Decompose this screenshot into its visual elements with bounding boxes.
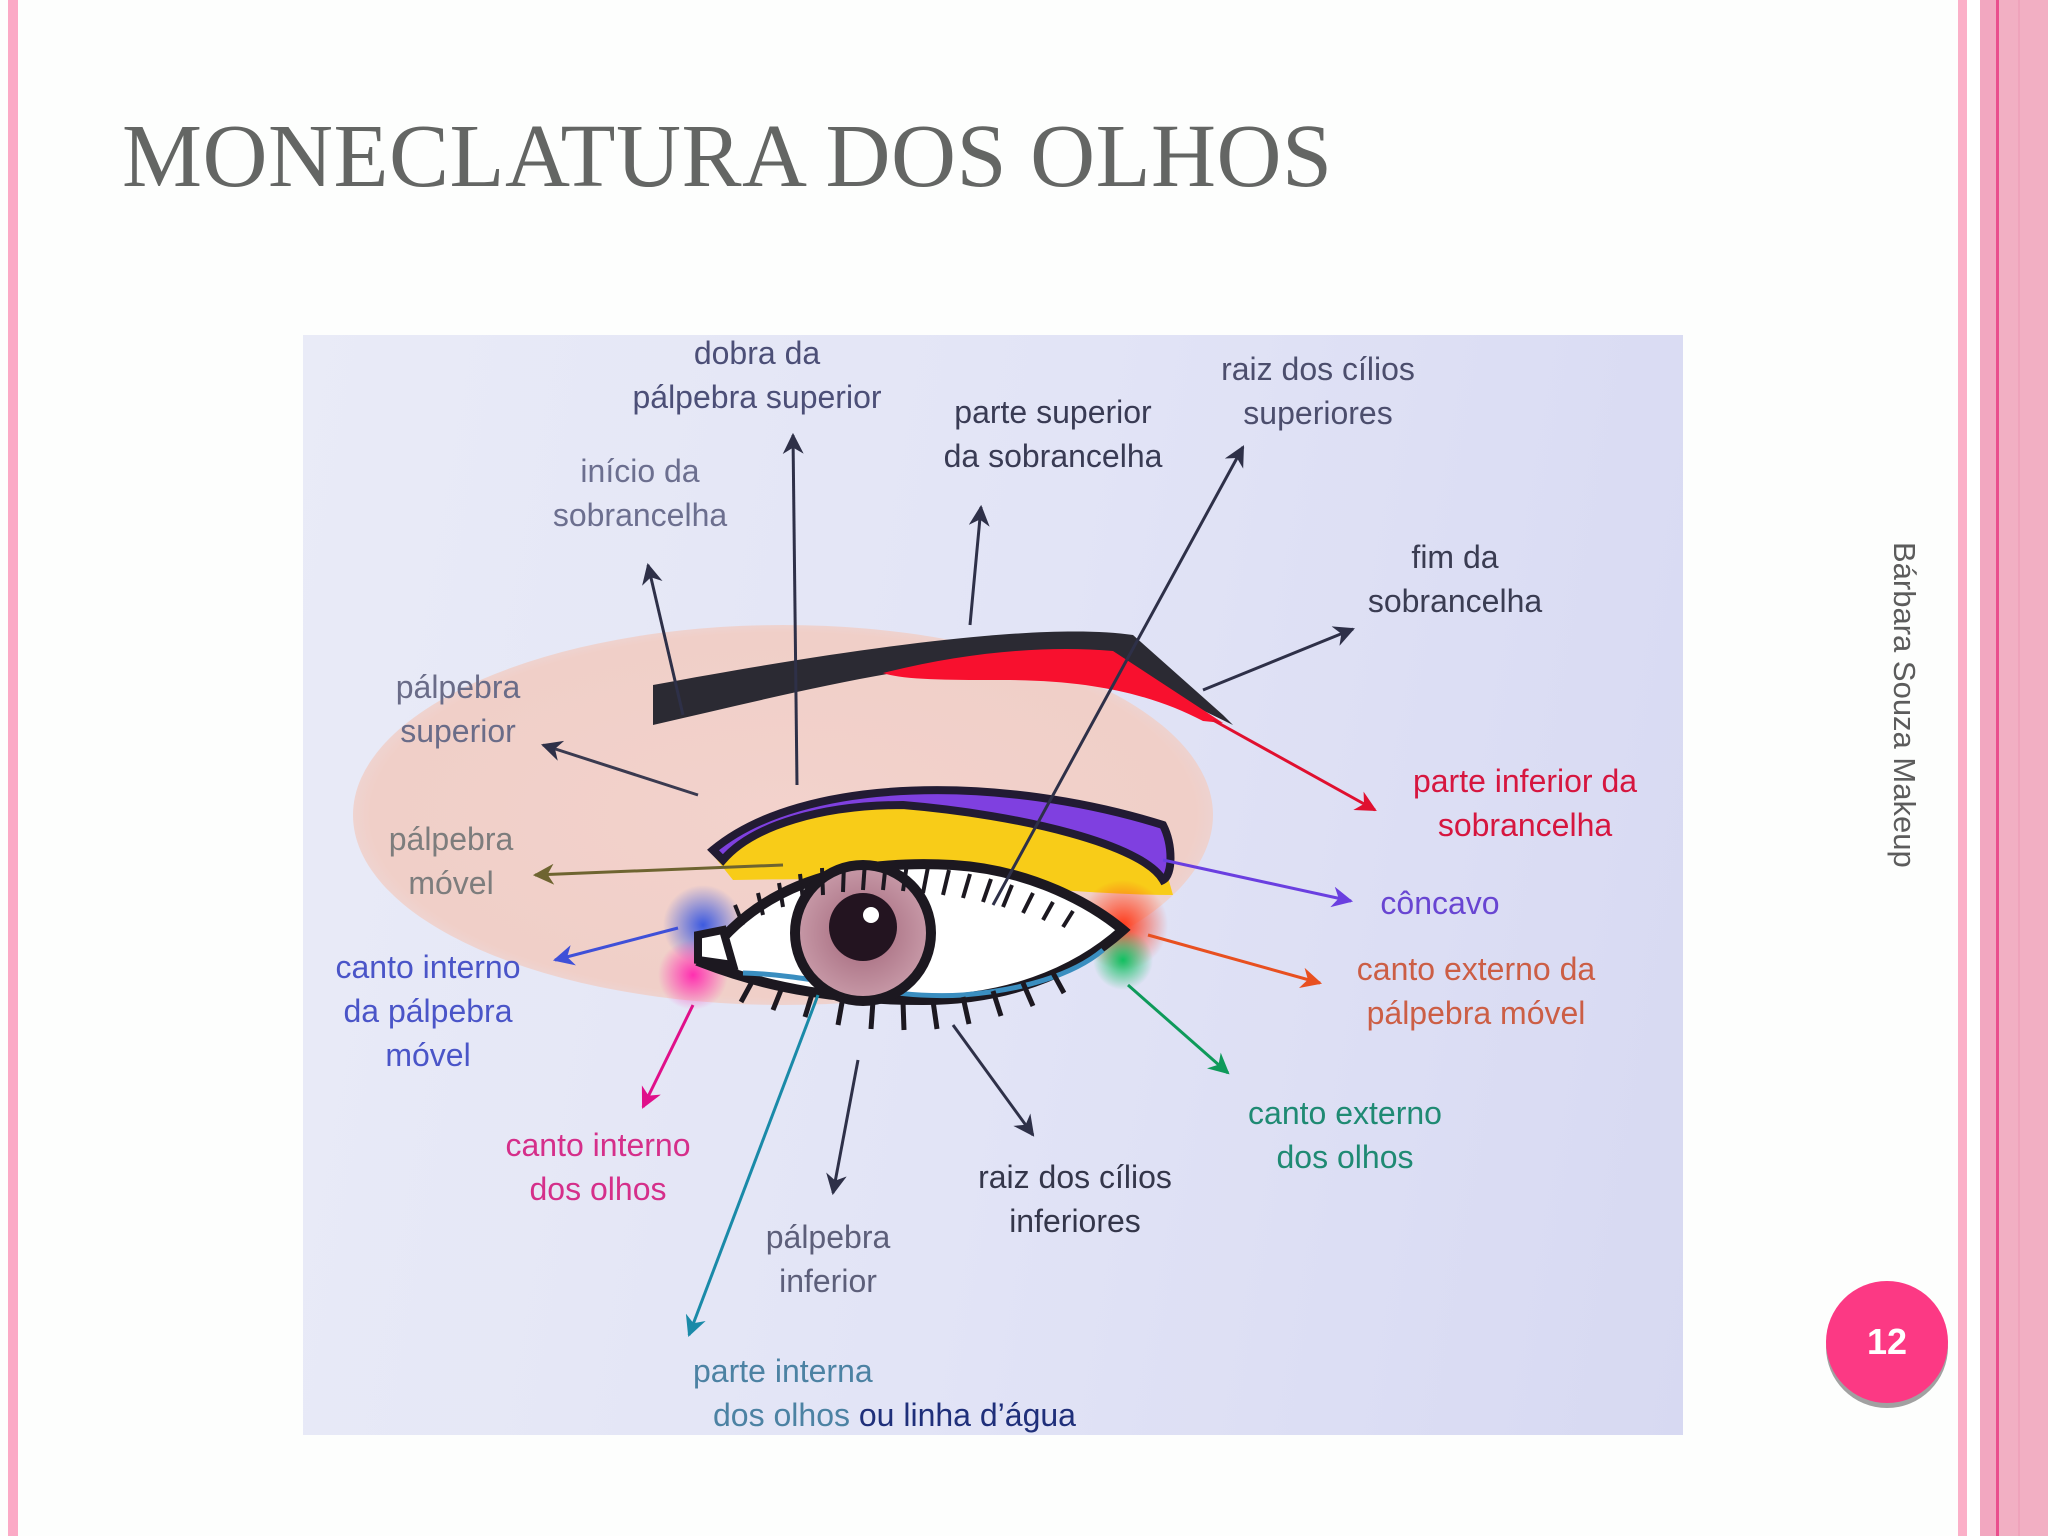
page-number-badge: 12 <box>1826 1281 1948 1403</box>
slide-title: MONECLATURA DOS OLHOS <box>122 107 1333 206</box>
right-decorative-line <box>1996 0 1999 1536</box>
left-decorative-stripe <box>8 0 18 1536</box>
label-parte-interna-olhos: parte interna dos olhos ou linha d’água <box>693 1353 1076 1433</box>
author-credit: Bárbara Souza Makeup <box>1887 542 1922 868</box>
label-linha-dagua: ou linha d’água <box>858 1397 1076 1433</box>
eye-nomenclature-diagram: dobra da pálpebra superior início da sob… <box>303 335 1683 1435</box>
label-inicio-sobrancelha: início da sobrancelha <box>552 453 728 533</box>
right-decorative-gap <box>1967 0 1980 1536</box>
label-concavo: côncavo <box>1380 885 1500 921</box>
right-decorative-stripe <box>1958 0 1967 1536</box>
label-canto-externo-olhos: canto externo dos olhos <box>1248 1095 1442 1175</box>
label-canto-interno-olhos: canto interno dos olhos <box>505 1127 691 1207</box>
label-raiz-cilios-superiores: raiz dos cílios superiores <box>1221 351 1415 431</box>
label-parte-inferior-sobrancelha: parte inferior da sobrancelha <box>1412 763 1638 843</box>
right-decorative-band <box>1999 0 2048 1536</box>
label-parte-superior-sobrancelha: parte superior da sobrancelha <box>943 394 1163 474</box>
label-canto-interno-palpebra-movel: canto interno da pálpebra móvel <box>335 949 521 1073</box>
eye-illustration <box>353 432 1377 1337</box>
right-decorative-band <box>1980 0 1996 1536</box>
label-palpebra-superior: pálpebra superior <box>395 669 521 749</box>
page-number: 12 <box>1866 1321 1908 1362</box>
label-canto-externo-palpebra-movel: canto externo da pálpebra móvel <box>1356 951 1596 1031</box>
right-decorative-line <box>2018 0 2020 1536</box>
label-palpebra-inferior: pálpebra inferior <box>765 1219 891 1299</box>
label-raiz-cilios-inferiores: raiz dos cílios inferiores <box>978 1159 1172 1239</box>
label-dobra-palpebra-superior: dobra da pálpebra superior <box>632 335 882 415</box>
label-fim-sobrancelha: fim da sobrancelha <box>1367 539 1543 619</box>
label-palpebra-movel: pálpebra móvel <box>388 821 514 901</box>
